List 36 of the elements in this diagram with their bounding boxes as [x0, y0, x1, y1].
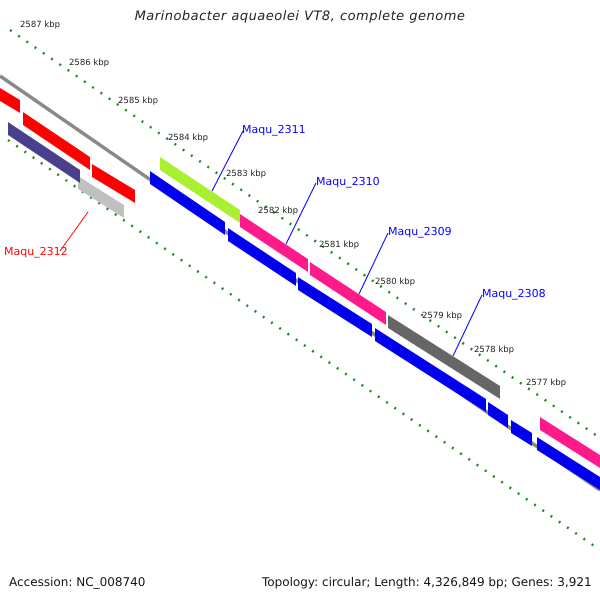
scale-label: 2586 kbp [69, 59, 110, 68]
scale-label: 2578 kbp [474, 346, 514, 354]
leader-line [358, 232, 388, 294]
scale-label: 2585 kbp [118, 97, 158, 106]
gene-bar [228, 228, 296, 286]
scale-label: 2587 kbp [20, 21, 60, 30]
gene-bar [150, 171, 225, 235]
gene-bar [8, 122, 80, 183]
title: Marinobacter aquaeolei VT8, complete genome [134, 10, 466, 23]
scale-label: 2581 kbp [319, 241, 360, 250]
leader-line [452, 294, 482, 356]
gene-bar [540, 417, 600, 468]
leader-line [286, 182, 316, 244]
footer-text: Topology: circular; Length: 4,326,849 bp; Genes: 3,921 [262, 576, 592, 588]
gene-bar [298, 277, 372, 337]
leader-line [212, 130, 244, 192]
gene-bar [537, 437, 600, 490]
gene-label: Maqu_2309 [388, 226, 452, 237]
footer-text: Accession: NC_008740 [9, 576, 146, 588]
scale-label: 2582 kbp [258, 207, 298, 216]
scale-label: 2579 kbp [422, 312, 462, 320]
gene-bar [240, 214, 308, 272]
gene-label: Maqu_2312 [4, 246, 68, 257]
gene-bar [511, 420, 532, 446]
gene-label: Maqu_2310 [316, 176, 380, 187]
leader-line [60, 212, 88, 252]
gene-bar [23, 112, 90, 170]
gene-bar [488, 402, 508, 428]
scale-label: 2583 kbp [226, 170, 266, 178]
gene-bar [92, 164, 135, 203]
scale-label: 2577 kbp [526, 379, 566, 388]
gene-label: Maqu_2311 [242, 124, 306, 135]
scale-label: 2580 kbp [375, 278, 416, 286]
gene-label: Maqu_2308 [482, 288, 546, 299]
scale-label: 2584 kbp [168, 134, 208, 142]
gene-bar [78, 176, 124, 218]
